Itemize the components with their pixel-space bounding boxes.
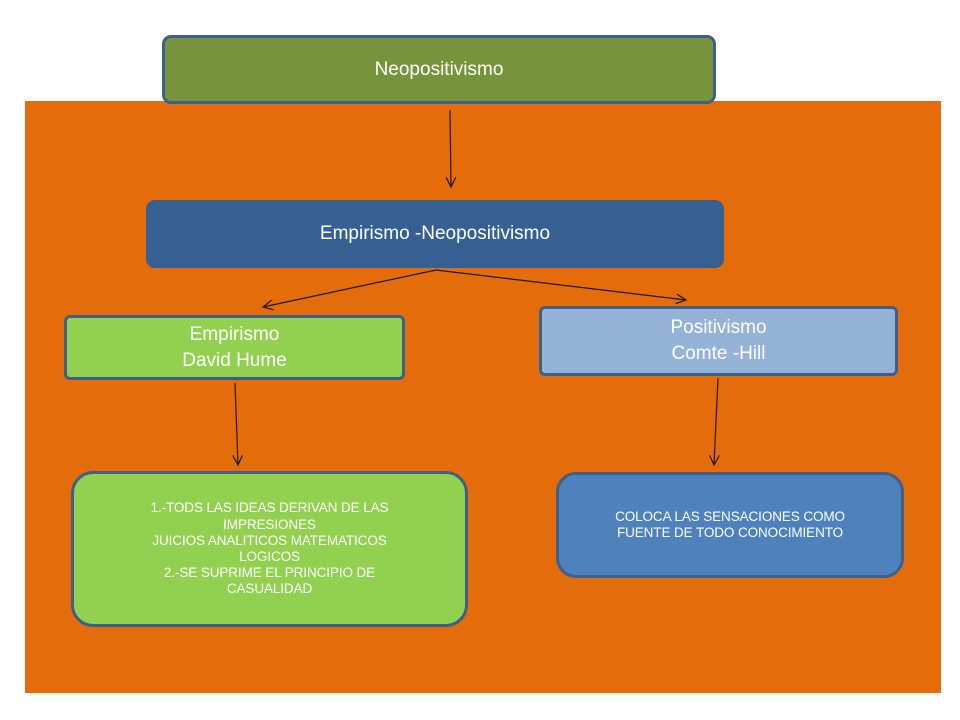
arrow-empirismo-to-detail xyxy=(235,382,238,465)
node-positivismo-author: Comte -Hill xyxy=(671,343,766,364)
empirismo-detail-line: 2.-SE SUPRIME EL PRINCIPIO DE xyxy=(163,565,376,581)
empirismo-detail-line: LOGICOS xyxy=(239,549,300,564)
arrow-mid-to-empirismo xyxy=(263,269,437,307)
node-neopositivismo: Neopositivismo xyxy=(162,35,716,104)
arrow-positivismo-to-detail xyxy=(714,377,718,465)
node-empirismo: Empirismo David Hume xyxy=(64,315,405,380)
node-positivismo-title: Positivismo xyxy=(670,317,767,339)
empirismo-detail-line: 1.-TODS LAS IDEAS DERIVAN DE LAS xyxy=(150,500,389,516)
node-empirismo-title: Empirismo xyxy=(189,323,280,345)
empirismo-detail-line: CASUALIDAD xyxy=(226,581,313,597)
positivismo-detail-line: FUENTE DE TODO CONOCIMIENTO xyxy=(616,525,844,540)
node-empirismo-author: David Hume xyxy=(182,349,287,371)
node-neopositivismo-label: Neopositivismo xyxy=(374,58,504,80)
node-empirismo-neopositivismo-label: Empirismo -Neopositivismo xyxy=(319,223,551,244)
empirismo-detail-line: JUICIOS ANALITICOS MATEMATICOS xyxy=(152,532,387,548)
positivismo-detail-line: COLOCA LAS SENSACIONES COMO xyxy=(615,508,845,524)
node-positivismo: Positivismo Comte -Hill xyxy=(539,306,898,376)
node-positivismo-detail: COLOCA LAS SENSACIONES COMO FUENTE DE TO… xyxy=(556,472,904,578)
node-empirismo-detail: 1.-TODS LAS IDEAS DERIVAN DE LAS IMPRESI… xyxy=(71,471,468,627)
arrow-mid-to-positivismo xyxy=(435,269,686,300)
arrow-top-to-mid xyxy=(450,109,451,187)
empirismo-detail-line: IMPRESIONES xyxy=(223,516,316,532)
node-empirismo-neopositivismo: Empirismo -Neopositivismo xyxy=(146,200,724,268)
